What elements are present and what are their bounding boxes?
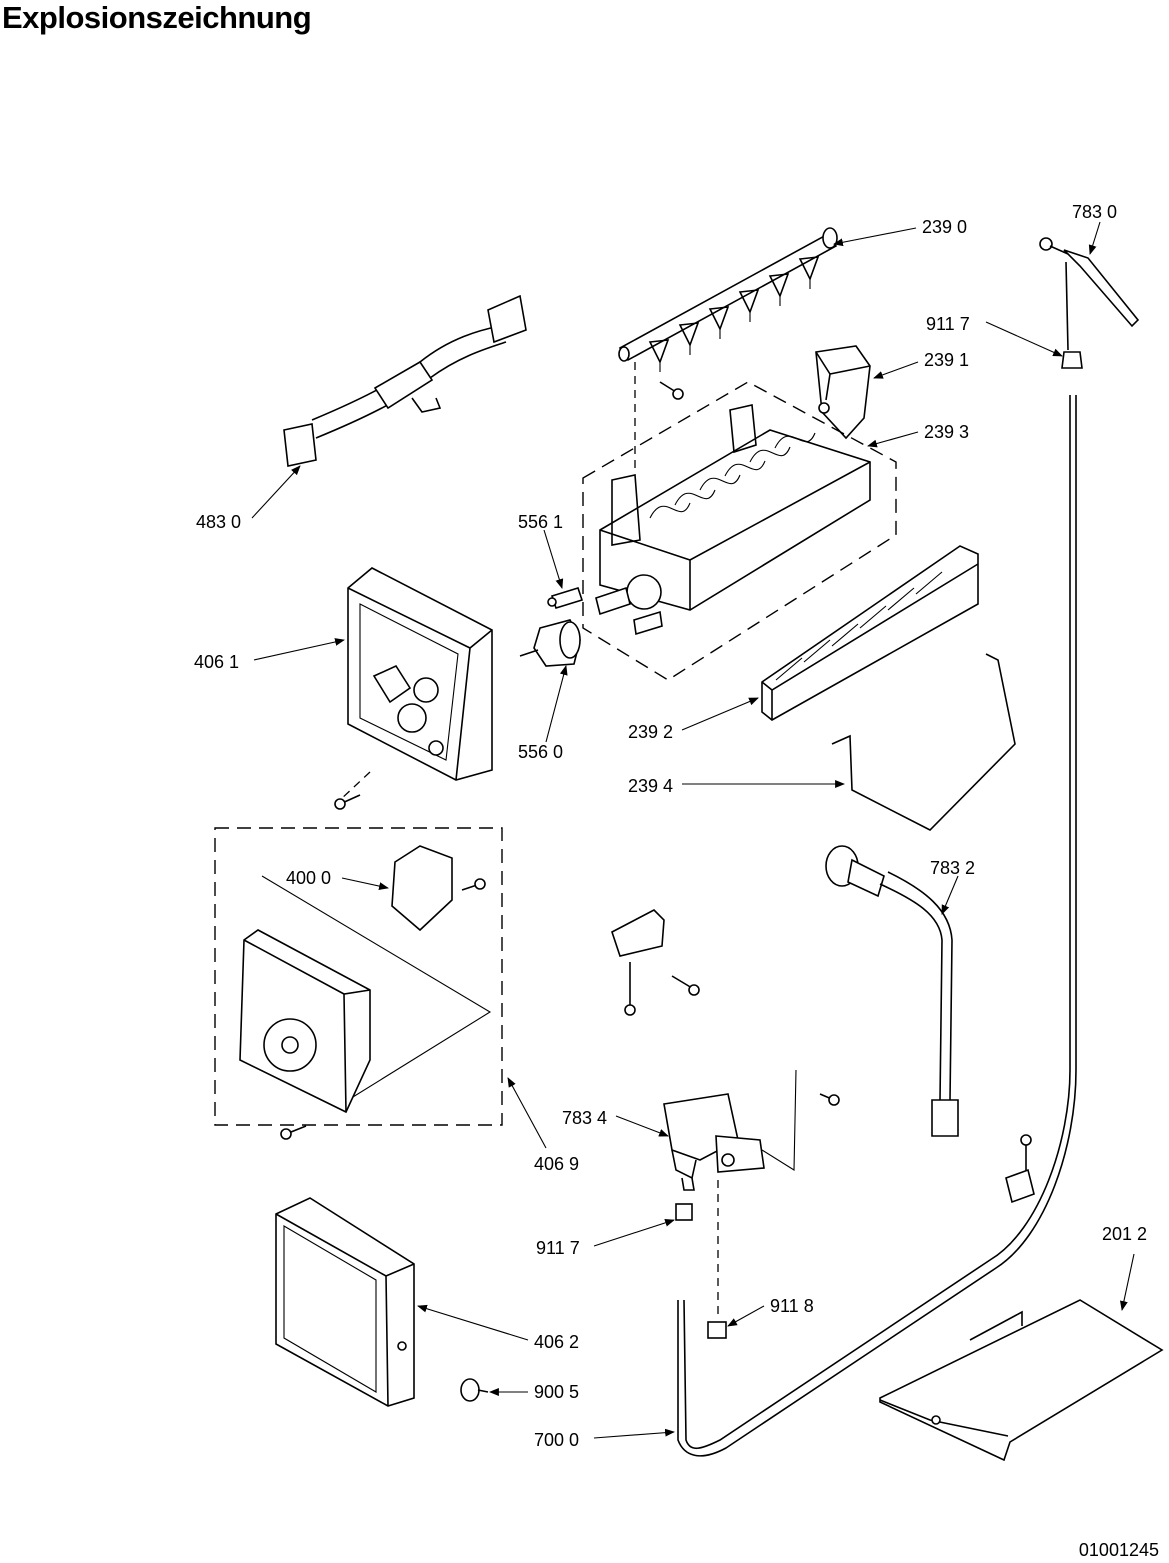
callout-239-2: 239 2 bbox=[628, 722, 673, 742]
water-line-part bbox=[825, 845, 959, 1137]
callout-406-1: 406 1 bbox=[194, 652, 239, 672]
callout-400-0: 400 0 bbox=[286, 868, 331, 888]
bracket-part bbox=[611, 909, 700, 1016]
callout-483-0: 483 0 bbox=[196, 512, 241, 532]
callout-556-1: 556 1 bbox=[518, 512, 563, 532]
module-group-frame bbox=[214, 827, 503, 1126]
coupling-part bbox=[519, 619, 581, 667]
leader-lines bbox=[251, 221, 1135, 1439]
callout-911-7-lower: 911 7 bbox=[536, 1238, 580, 1258]
control-housing-part bbox=[347, 567, 493, 781]
callout-911-7: 911 7 bbox=[926, 314, 970, 334]
callout-783-2: 783 2 bbox=[930, 858, 975, 878]
screw-part bbox=[280, 1125, 307, 1140]
callout-406-2: 406 2 bbox=[534, 1332, 579, 1352]
ejector-shaft-part bbox=[618, 227, 838, 372]
water-valve-part bbox=[663, 1069, 840, 1191]
motor-module-part bbox=[239, 845, 492, 1114]
screw-part bbox=[334, 794, 361, 810]
bail-arm-part bbox=[831, 653, 1016, 831]
callout-239-1: 239 1 bbox=[924, 350, 969, 370]
callout-783-0: 783 0 bbox=[1072, 202, 1117, 222]
fill-tube-part bbox=[677, 237, 1140, 1457]
housing-cover-part bbox=[275, 1197, 415, 1407]
document-number: 01001245 bbox=[1078, 1540, 1159, 1560]
nut-part bbox=[675, 1203, 693, 1221]
callout-783-4: 783 4 bbox=[562, 1108, 607, 1128]
callout-201-2: 201 2 bbox=[1102, 1224, 1147, 1244]
callout-239-0: 239 0 bbox=[922, 217, 967, 237]
callout-239-4: 239 4 bbox=[628, 776, 673, 796]
clip-part bbox=[547, 587, 584, 609]
callout-556-0: 556 0 bbox=[518, 742, 563, 762]
nut-part bbox=[707, 1321, 727, 1339]
cover-part bbox=[815, 345, 871, 440]
screw-part bbox=[659, 381, 684, 400]
callout-700-0: 700 0 bbox=[534, 1430, 579, 1450]
clamp-part bbox=[1005, 1134, 1035, 1204]
callout-239-3: 239 3 bbox=[924, 422, 969, 442]
callout-406-9: 406 9 bbox=[534, 1154, 579, 1174]
stripper-part bbox=[761, 545, 979, 721]
callout-911-8: 911 8 bbox=[770, 1296, 814, 1316]
page-title: Explosionszeichnung bbox=[2, 0, 312, 35]
mounting-plate-part bbox=[879, 1299, 1164, 1462]
ice-mold-part bbox=[582, 362, 897, 681]
plug-part bbox=[460, 1378, 489, 1402]
wire-harness-part bbox=[283, 294, 527, 467]
callout-900-5: 900 5 bbox=[534, 1382, 579, 1402]
